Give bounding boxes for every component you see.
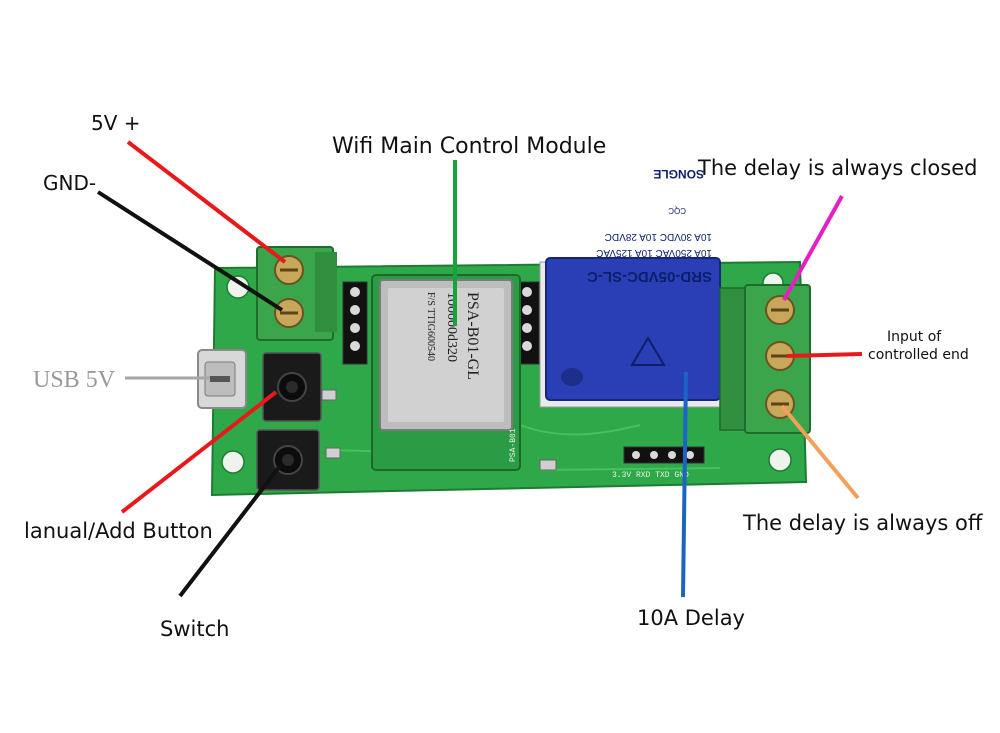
relay-component: SRD-05VDC-SL-C 10A 250VAC 10A 125VAC 10A… [539,167,721,408]
label-input-line1: Input of [887,329,942,345]
callout-labels: 5V + GND- USB 5V Wifi Main Control Modul… [24,111,983,641]
mount-hole-bottom-right [768,448,792,472]
label-switch: Switch [160,617,229,641]
manual-add-button-part [262,352,322,422]
relay-brand-text: SONGLE [653,167,704,181]
label-gnd: GND- [43,171,96,195]
warning-icon [630,336,666,366]
callout-line-switch [178,464,282,598]
wifi-module: PSA-B01-GL 100000d320 F/S TTIG600540 PSA… [371,274,521,471]
label-manual-button: lanual/Add Button [24,519,213,543]
callout-line-no [780,404,860,500]
callout-lines [96,140,863,598]
relay-model-text: SRD-05VDC-SL-C [587,268,712,285]
relay-cert-text: CQC [668,206,686,215]
callout-line-5v [126,140,287,264]
relay-spec2-text: 10A 30VDC 10A 28VDC [605,231,712,242]
relay-spec1-text: 10A 250VAC 10A 125VAC [596,247,712,258]
module-text-line3: F/S TTIG600540 [425,292,436,361]
uart-header-label: 3.3V RXD TXD GND [612,471,689,480]
module-text-line1: PSA-B01-GL [464,292,481,380]
callout-line-nc [782,195,844,301]
label-main-module: Wifi Main Control Module [332,134,606,159]
label-5v-plus: 5V + [91,111,141,135]
mount-hole-bottom-left [221,450,245,474]
module-pcb-name: PSA-B01 [509,428,518,462]
label-input-line2: controlled end [868,347,969,363]
callout-line-input [786,352,863,358]
callout-line-relay [681,371,688,598]
label-usb-5v: USB 5V [33,367,116,393]
label-delay-closed: The delay is always closed [697,156,977,180]
pin-header-left [342,281,368,365]
callout-line-gnd [96,190,284,312]
label-delay-off: The delay is always off [742,511,983,535]
left-screw-terminal [256,246,337,341]
right-screw-terminal [719,284,811,434]
callout-line-manual [120,390,278,514]
label-relay-10a: 10A Delay [637,606,745,630]
